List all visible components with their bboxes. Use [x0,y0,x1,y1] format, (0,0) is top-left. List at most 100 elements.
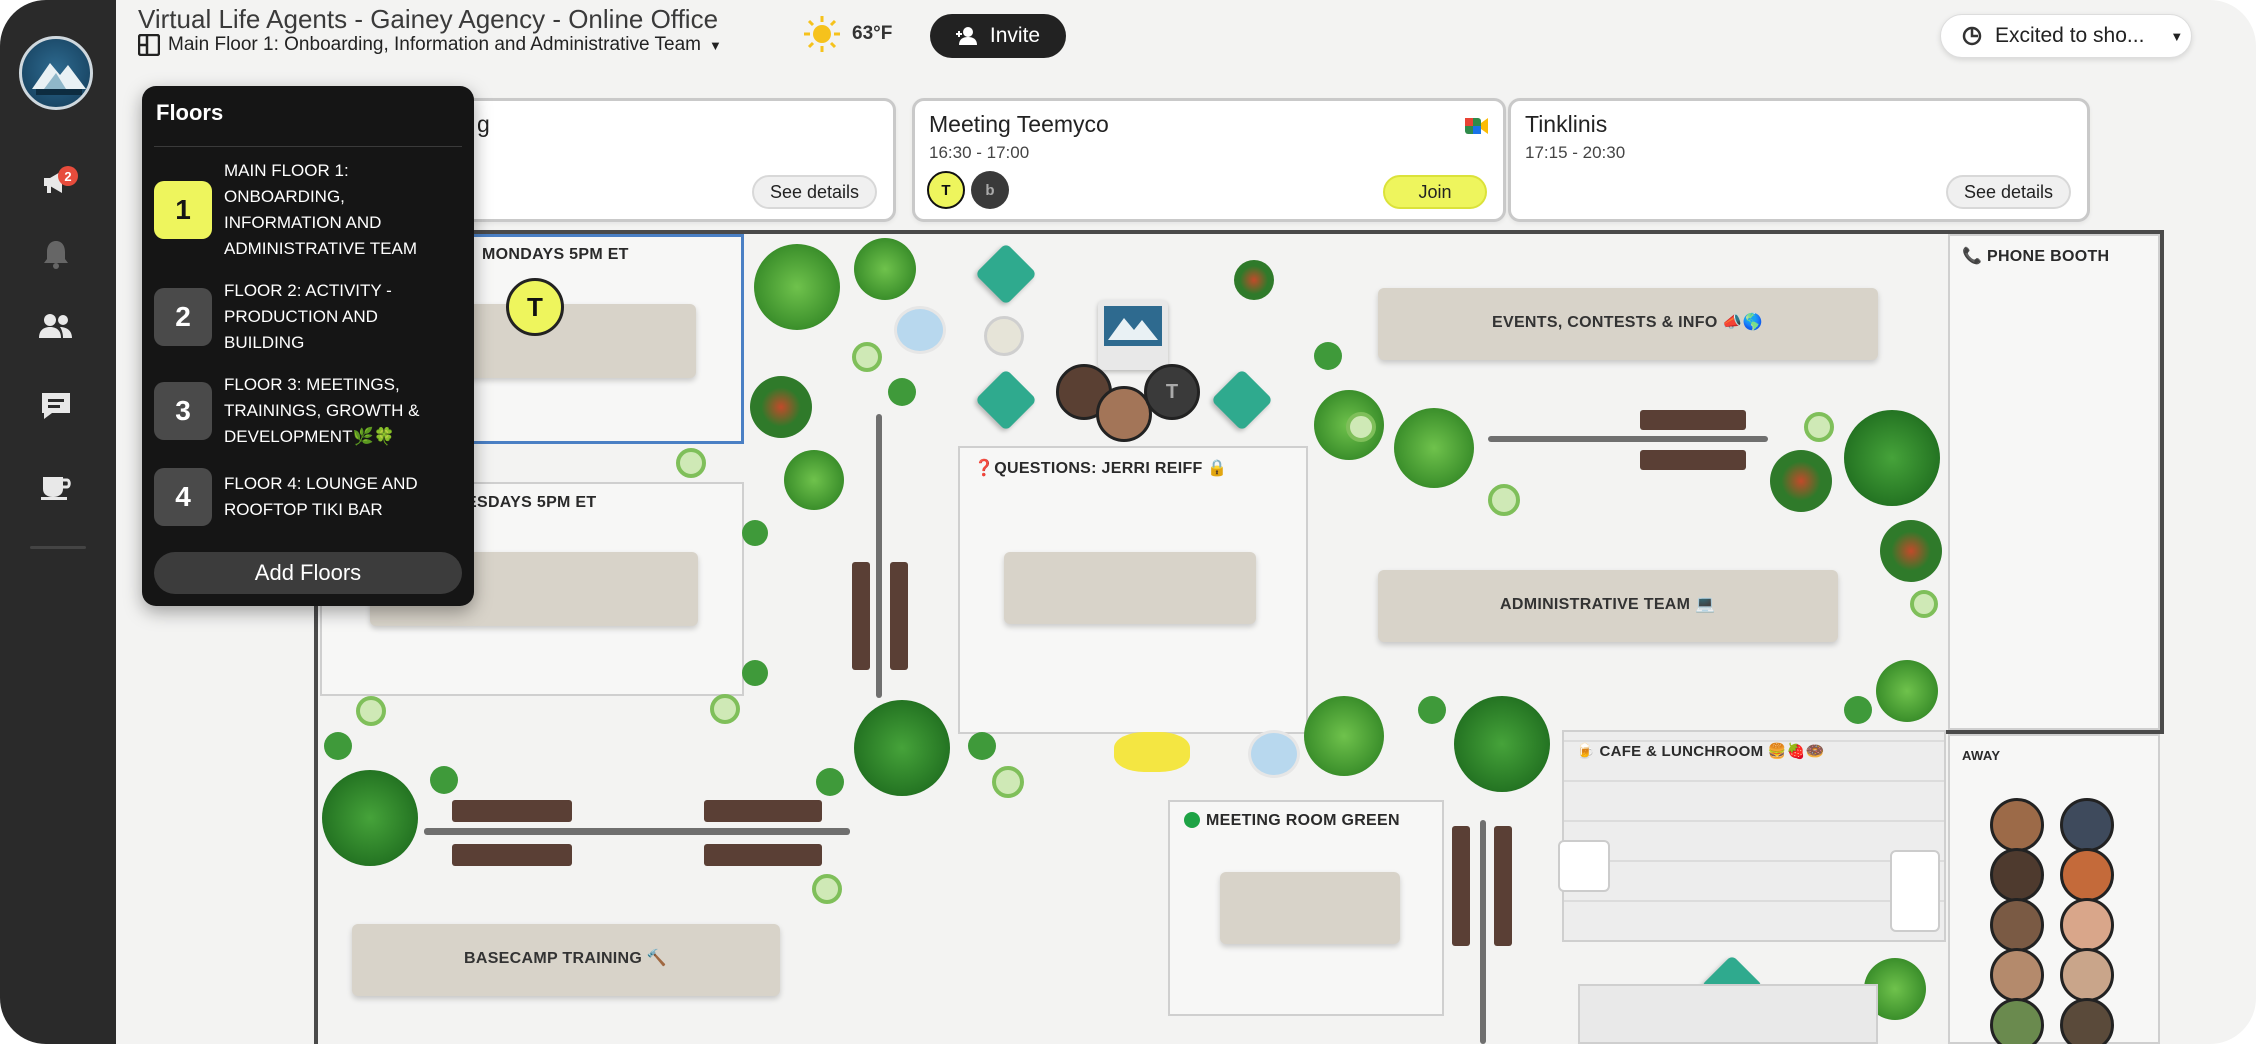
floor-item-4[interactable]: 4 Floor 4: Lounge and Rooftop Tiki Bar [154,468,460,526]
bench[interactable] [704,800,822,822]
plant-icon [854,238,916,300]
away-avatar[interactable] [1990,948,2044,1002]
table[interactable] [1220,872,1400,944]
away-avatar[interactable] [2060,798,2114,852]
agency-sign [1098,300,1168,370]
notifications-button[interactable] [34,232,78,276]
plant-icon [1770,450,1832,512]
plant-icon [742,520,768,546]
seat[interactable] [974,242,1038,306]
admin-table[interactable] [1378,570,1838,642]
events-table[interactable] [1378,288,1878,360]
plant-icon [430,766,458,794]
floor-plan-icon [138,34,160,56]
add-floors-button[interactable]: Add Floors [154,552,462,594]
table[interactable] [1004,552,1256,624]
status-selector[interactable]: Excited to sho... ▼ [1940,14,2192,58]
away-avatar[interactable] [1990,898,2044,952]
user-avatar[interactable]: T [506,278,564,336]
away-avatar[interactable] [2060,998,2114,1044]
floors-title: Floors [156,100,224,125]
coffee-break-button[interactable] [34,464,78,508]
room-away[interactable] [1948,734,2160,1044]
chat-button[interactable] [34,384,78,428]
meeting-card: Tinklinis 17:15 - 20:30 See details [1508,98,2090,222]
away-avatar[interactable] [2060,848,2114,902]
wall [314,230,318,1044]
participant-avatar[interactable]: T [927,171,965,209]
bench[interactable] [1494,826,1512,946]
announcements-button[interactable]: 2 [34,160,78,204]
temperature-text: 63°F [852,23,893,44]
meeting-participants: T b [927,171,1009,209]
sidebar: 2 [0,0,116,1044]
table[interactable] [460,304,696,378]
bench[interactable] [890,562,908,670]
see-details-button[interactable]: See details [1945,175,2071,209]
plant-icon [1880,520,1942,582]
room-label: ESDAYS 5PM ET [466,494,597,511]
lamp-icon [984,316,1024,356]
table-label: ADMINISTRATIVE TEAM 💻 [1500,596,1716,613]
floor-item-3[interactable]: 3 Floor 3: Meetings, Trainings, Growth &… [154,372,460,450]
seat[interactable] [1210,368,1274,432]
participant-avatar[interactable]: b [971,171,1009,209]
away-avatar[interactable] [2060,948,2114,1002]
away-avatar[interactable] [1990,848,2044,902]
floor-number: 2 [154,288,212,346]
see-details-button[interactable]: See details [751,175,877,209]
plant-icon [1394,408,1474,488]
fridge [1890,850,1940,932]
floor-number: 1 [154,181,212,239]
google-meet-icon [1465,118,1488,134]
away-avatar[interactable] [2060,898,2114,952]
announcements-badge: 2 [58,166,78,186]
wall [2160,230,2164,730]
plant-icon [1804,412,1834,442]
plant-icon [1876,660,1938,722]
room-phone-booth[interactable] [1948,234,2160,730]
plant-icon [1844,410,1940,506]
bench[interactable] [704,844,822,866]
room-cafe[interactable] [1562,730,1946,942]
seat[interactable] [974,368,1038,432]
floor-number: 4 [154,468,212,526]
meeting-time: 16:30 - 17:00 [929,143,1030,162]
join-button[interactable]: Join [1383,175,1487,209]
plant-icon [968,732,996,760]
bench[interactable] [1452,826,1470,946]
bench[interactable] [452,844,572,866]
divider [154,146,462,147]
away-avatar[interactable] [1990,798,2044,852]
plant-icon [324,732,352,760]
bench[interactable] [1640,410,1746,430]
floor-map[interactable]: MONDAYS 5PM ET T ESDAYS 5PM ET ❓QUESTION… [314,230,2166,1044]
user-avatar[interactable]: T [1144,364,1200,420]
invite-button[interactable]: Invite [930,14,1066,58]
meeting-card: g See details [430,98,896,222]
floor-item-2[interactable]: 2 Floor 2: Activity - Production and Bui… [154,278,460,356]
plant-icon [992,766,1024,798]
divider [424,828,850,835]
sun-icon [804,16,840,52]
user-avatar[interactable] [1096,386,1152,442]
plant-icon [754,244,840,330]
plant-icon [854,700,950,796]
bench[interactable] [1640,450,1746,470]
water-cooler-icon [894,306,946,354]
floor-selector[interactable]: Main Floor 1: Onboarding, Information an… [138,34,722,56]
bench[interactable] [852,562,870,670]
bench[interactable] [452,800,572,822]
floor-name: Main Floor 1: Onboarding, Information an… [224,161,418,258]
meeting-title: Tinklinis [1525,111,1608,137]
plant-icon [750,376,812,438]
people-button[interactable] [34,304,78,348]
room-label: 📞 PHONE BOOTH [1962,248,2110,265]
plant-icon [784,450,844,510]
floors-popover: Floors 1 Main Floor 1: Onboarding, Infor… [142,86,474,606]
basecamp-table[interactable] [352,924,780,996]
floor-item-1[interactable]: 1 Main Floor 1: Onboarding, Information … [154,158,460,262]
agency-logo[interactable] [19,36,93,110]
plant-icon [816,768,844,796]
away-avatar[interactable] [1990,998,2044,1044]
